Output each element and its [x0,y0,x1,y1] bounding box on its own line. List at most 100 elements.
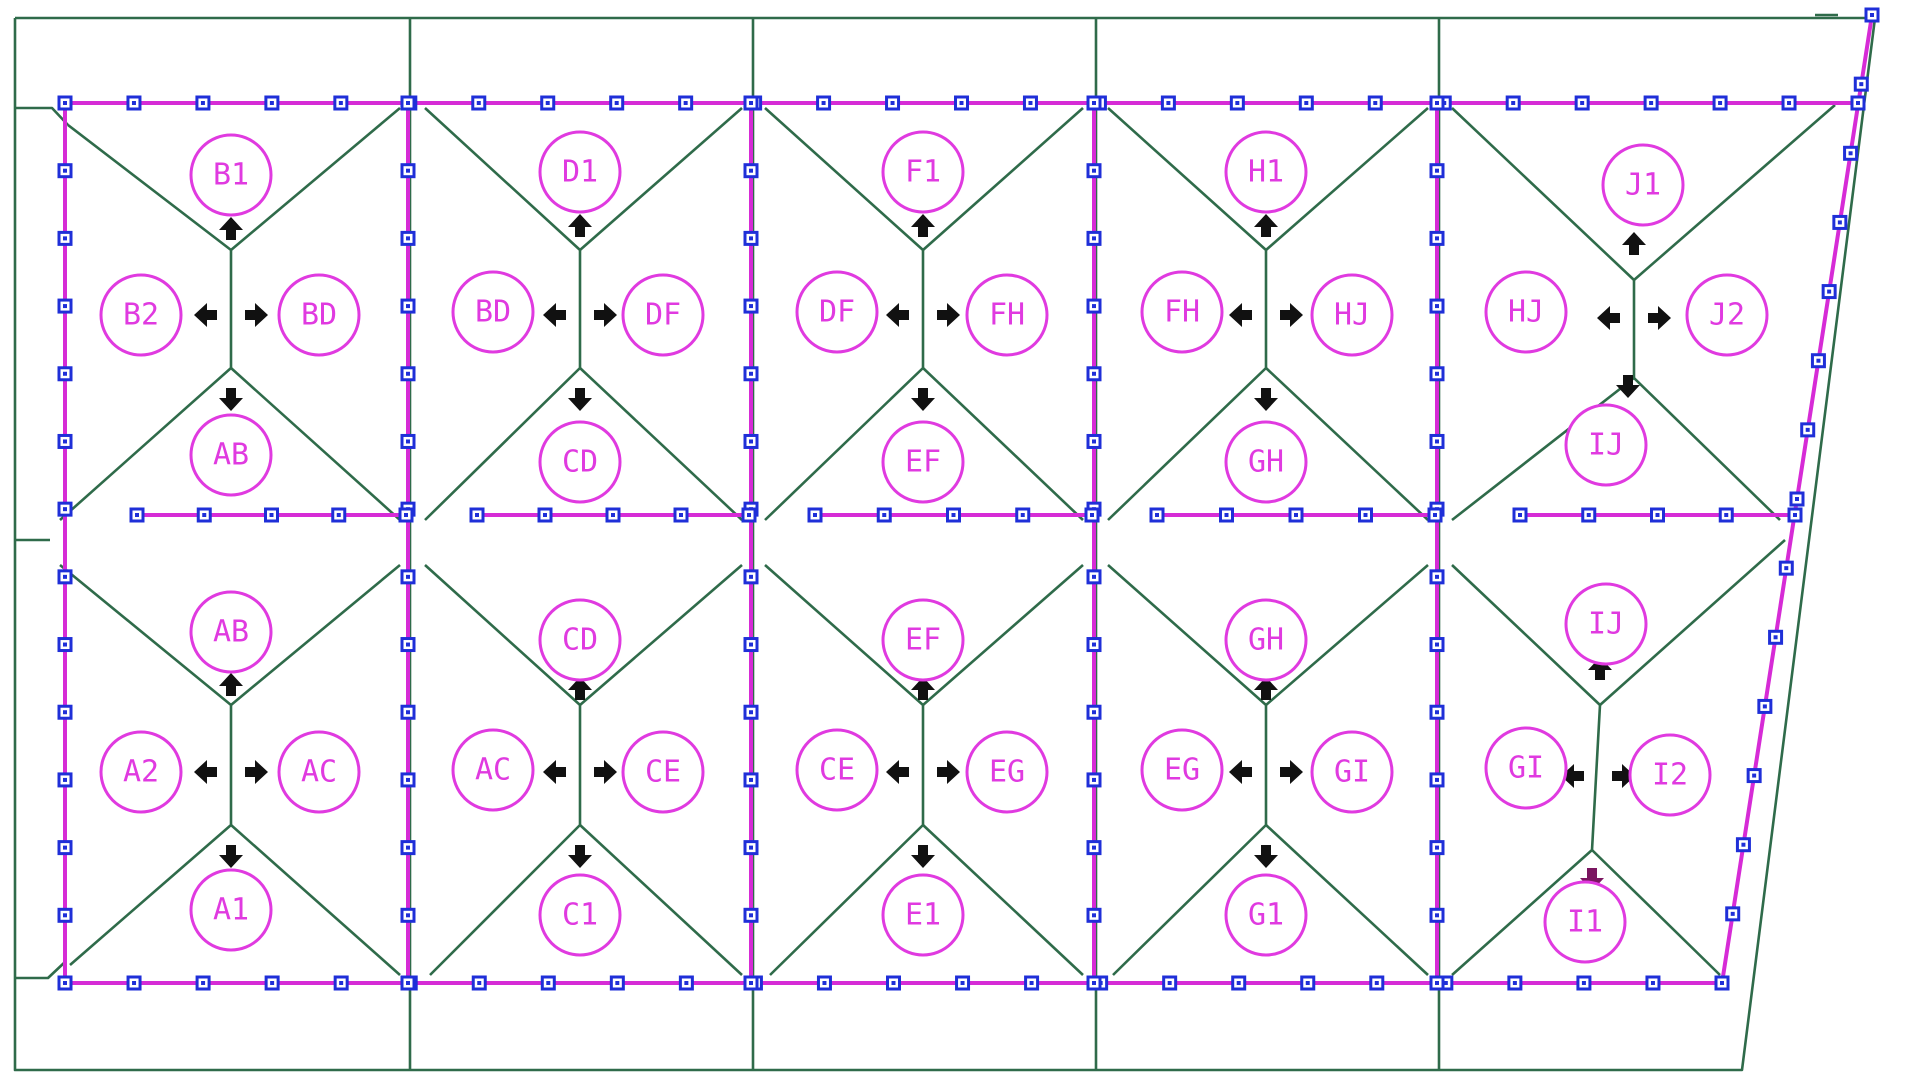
arrow-down-icon [568,845,592,868]
zone-label-text: A1 [213,893,249,928]
zone-label-text: IJ [1588,428,1624,463]
zone-label-DF-right: DF [795,270,879,354]
zone-label-text: AB [213,438,249,473]
pipe-node-icon [57,840,73,856]
zone-label-D1: D1 [538,130,622,214]
zone-label-CE-right: CE [795,728,879,812]
zone-label-B1: B1 [189,133,273,217]
pipe-node-icon [400,163,416,179]
zone-label-text: EG [989,755,1025,790]
pipe-node-icon [743,637,759,653]
zone-label-text: HJ [1508,295,1544,330]
zone-label-text: GI [1334,755,1370,790]
zone-label-EG-left: EG [965,730,1049,814]
arrow-down-icon [1616,375,1640,398]
pipe-node-icon [264,975,280,991]
zone-label-text: B1 [213,158,249,193]
zone-label-text: CD [562,623,598,658]
zone-label-GH-bottom: GH [1224,598,1308,682]
zone-label-BD-right: BD [451,270,535,354]
pipe-node-icon [57,433,73,449]
zone-label-text: CE [645,755,681,790]
pipe-node-icon [1300,975,1316,991]
zone-label-text: F1 [905,155,941,190]
pipe-node-icon [57,772,73,788]
zone-label-F1: F1 [881,130,965,214]
pipe-node-icon [1429,975,1445,991]
pipe-node-icon [1427,507,1443,523]
zone-label-text: I1 [1567,905,1603,940]
pipe-node-icon [1086,907,1102,923]
zone-label-text: H1 [1248,155,1284,190]
pipe-node-icon [609,95,625,111]
pipe-node-icon [57,907,73,923]
pipe-node-icon [540,975,556,991]
pipe-node-icon [400,772,416,788]
zone-label-FH-left: FH [965,273,1049,357]
pipe-node-icon [1162,975,1178,991]
pipe-node-icon [1084,507,1100,523]
pipe-node-icon [1746,768,1762,784]
zone-label-text: BD [301,298,337,333]
zone-label-text: J2 [1709,298,1745,333]
zone-label-text: FH [989,298,1025,333]
pipe-node-icon [743,433,759,449]
pipe-node-icon [1574,95,1590,111]
zone-label-J1: J1 [1601,143,1685,227]
pipe-node-icon [1231,975,1247,991]
zone-label-text: CE [819,753,855,788]
arrow-up-icon [1254,214,1278,237]
zone-label-EG-right: EG [1140,728,1224,812]
pipe-node-icon [1367,95,1383,111]
pipe-node-icon [1757,698,1773,714]
zone-label-CD-bottom: CD [538,598,622,682]
zone-label-text: G1 [1248,898,1284,933]
pipe-node-icon [57,163,73,179]
pipe-node-icon [1086,840,1102,856]
pipe-node-icon [1298,95,1314,111]
zone-label-AC-left: AC [277,730,361,814]
pipe-node-icon [886,975,901,991]
pipe-node-icon [1429,772,1445,788]
pipe-node-icon [1429,704,1445,720]
zone-label-C1: C1 [538,873,622,957]
pipe-node-icon [816,95,832,111]
pipe-node-icon [1086,637,1102,653]
pipe-node-icon [1505,95,1521,111]
arrow-up-icon [568,214,592,237]
pipe-node-icon [1160,95,1176,111]
pipe-node-icon [1086,230,1102,246]
pipe-node-icon [609,975,625,991]
pipe-node-icon [1086,772,1102,788]
arrow-left-icon [543,760,566,784]
pipe-node-icon [1086,433,1102,449]
arrow-left-icon [1229,303,1252,327]
zone-label-text: AB [213,615,249,650]
zone-label-text: DF [645,298,681,333]
pipe-node-icon [1429,298,1445,314]
pipe-node-icon [1429,95,1445,111]
arrow-right-icon [1280,303,1303,327]
zone-label-text: GH [1248,445,1284,480]
zone-label-CD-top: CD [538,420,622,504]
pipe-node-icon [1714,975,1730,991]
pipe-node-icon [400,704,416,720]
arrow-down-icon [911,388,935,411]
pipe-node-icon [1288,507,1304,523]
pipe-node-icon [129,507,145,523]
zone-label-text: BD [475,295,511,330]
zone-label-text: GI [1508,751,1544,786]
pipe-node-icon [1086,975,1102,991]
arrow-down-icon [1580,868,1604,891]
arrow-left-icon [1561,764,1584,788]
pipe-node-icon [398,507,414,523]
zone-label-text: I2 [1652,758,1688,793]
pipe-node-icon [946,507,961,523]
pipe-node-icon [1832,214,1848,230]
pipe-node-icon [126,95,142,111]
pipe-node-icon [471,975,487,991]
zone-label-text: DF [819,295,855,330]
pipe-node-icon [1149,507,1165,523]
pipe-node-icon [743,163,759,179]
